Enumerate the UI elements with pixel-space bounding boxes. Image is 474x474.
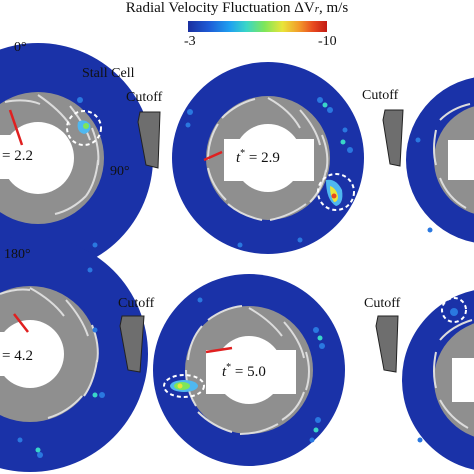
time-label-1: = 2.2 (2, 148, 33, 164)
colorbar-max-label: -10 (318, 34, 337, 49)
angle-label-90: 90° (110, 164, 130, 179)
cutoff-shape-2 (382, 109, 404, 167)
colorbar (188, 21, 327, 32)
panel-3 (406, 77, 474, 243)
time-label-5: t* = 5.0 (222, 362, 266, 380)
angle-label-0: 0° (14, 40, 27, 55)
cutoff-label-4: Cutoff (364, 296, 401, 311)
angle-label-180: 180° (4, 247, 31, 262)
stall-cell-label: Stall Cell (82, 66, 135, 81)
panel-6 (402, 290, 474, 470)
panel-2 (172, 62, 364, 254)
panel-5 (153, 274, 345, 466)
cutoff-label-3: Cutoff (118, 296, 155, 311)
cutoff-shape-4 (375, 315, 399, 373)
cutoff-label-2: Cutoff (362, 88, 399, 103)
time-label-4: = 4.2 (2, 348, 33, 364)
figure-title: Radial Velocity Fluctuation ΔVr, m/s (125, 0, 349, 16)
colorbar-min-label: -3 (184, 34, 196, 49)
cutoff-shape-3 (119, 315, 145, 373)
panel-1 (0, 43, 153, 273)
cutoff-label-1: Cutoff (126, 90, 163, 105)
time-label-2: t* = 2.9 (236, 148, 280, 166)
panel-4 (0, 236, 148, 472)
cutoff-shape-1 (137, 111, 161, 169)
